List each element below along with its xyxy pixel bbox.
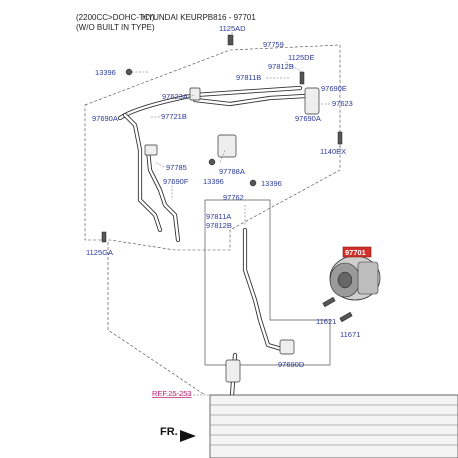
front-direction-arrow: FR. [160,426,196,442]
label-97623[interactable]: 97623 [332,99,353,108]
label-97690D[interactable]: 97690D [278,360,305,369]
hose-left-outer [122,112,163,233]
group-outline-upper [84,44,341,251]
label-11671[interactable]: 11671 [340,330,360,339]
label-97690F[interactable]: 97690F [163,177,189,186]
bolt-11671 [339,311,353,323]
group-frame-lower [204,199,331,366]
hose-mid-inner [146,148,180,242]
bracket-97788A [217,134,237,158]
header-part-title: HYUNDAI KEURPB816 - 97701 [142,13,256,22]
fitting-condenser [225,359,241,383]
label-97812B-top[interactable]: 97812B [268,62,294,71]
label-97721B[interactable]: 97721B [161,112,187,121]
leader-97788A [219,149,226,163]
label-11621[interactable]: 11621 [316,317,336,326]
leader-97623A [187,94,196,98]
clamp-97785 [144,144,158,156]
fitting-97690D [279,339,295,355]
label-97788A[interactable]: 97788A [219,167,245,176]
ref-link-25-253[interactable]: REF.25-253 [152,389,192,398]
highlight-97701 [342,246,372,258]
label-1140EX[interactable]: 1140EX [320,147,346,156]
label-97690A-left[interactable]: 97690A [92,114,118,123]
label-97811A[interactable]: 97811A [206,212,231,221]
hose-left-inner [123,113,162,232]
hose-upper2-inner [193,94,307,106]
label-97812B-bottom[interactable]: 97812B [206,221,232,230]
compressor-97701 [329,255,381,301]
hose-suction-inner [243,228,292,352]
bolt-11621 [322,296,336,308]
bracket-97623 [304,87,320,115]
label-13396-top[interactable]: 13396 [95,68,116,77]
bolt-1140EX [337,131,343,145]
leader-97785 [154,161,165,168]
label-97759[interactable]: 97759 [263,40,284,49]
bolt-1125AD [227,34,234,46]
label-97623A[interactable]: 97623A [162,92,188,101]
label-13396-mid-left[interactable]: 13396 [203,177,224,186]
label-1125DE[interactable]: 1125DE [288,53,315,62]
label-97690E[interactable]: 97690E [321,84,347,93]
header-engine-spec: (2200CC>DOHC-TCI) [76,13,155,22]
nut-13396-mid-left [208,158,216,166]
leader-condenser [107,242,206,396]
bolt-1125DE [299,71,305,85]
label-97690A-right[interactable]: 97690A [295,114,321,123]
header-variant-note: (W/O BUILT IN TYPE) [76,23,155,32]
clamp-97623A [189,87,201,101]
nut-13396-mid-right [249,179,257,187]
label-13396-mid-right[interactable]: 13396 [261,179,282,188]
bolt-1125GA [101,231,107,243]
label-97701[interactable]: 97701 [345,248,366,257]
leader-1125DE [285,61,303,73]
label-97762[interactable]: 97762 [223,193,244,202]
label-97785[interactable]: 97785 [166,163,187,172]
label-1125GA[interactable]: 1125GA [86,248,113,257]
fr-label: FR. [160,426,178,438]
label-1125AD[interactable]: 1125AD [219,24,246,33]
condenser [209,394,458,458]
label-97811B[interactable]: 97811B [236,73,261,82]
